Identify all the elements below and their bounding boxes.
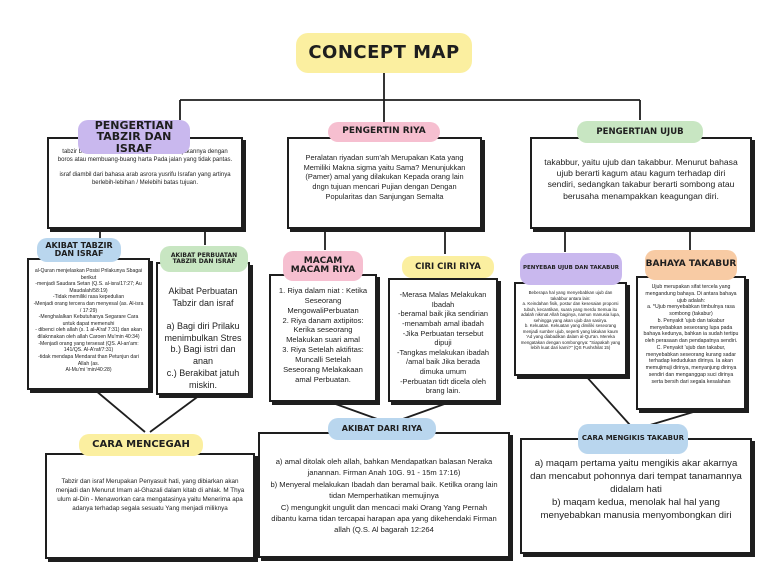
akibat-tabzir-text: al-Quran menjelaskan Posisi Prilakunya S… xyxy=(33,268,144,374)
title-pill: CONCEPT MAP xyxy=(296,33,472,73)
bahaya-takabur-heading: BAHAYA TAKABUR xyxy=(645,250,737,280)
penyebab-ujub-heading: PENYEBAB UJUB DAN TAKABUR xyxy=(520,253,622,285)
riya-text: Peralatan riyadan sum'ah Merupakan Kata … xyxy=(303,153,466,201)
ujub-card: takabbur, yaitu ujub dan takabbur. Menur… xyxy=(530,137,752,229)
cara-mengikis-card: a) maqam pertama yaitu mengikis akar aka… xyxy=(520,438,752,554)
cara-mencegah-heading: CARA MENCEGAH xyxy=(79,434,203,456)
ujub-text: takabbur, yaitu ujub dan takabbur. Menur… xyxy=(544,157,738,201)
ujub-heading: PENGERTIAN UJUB xyxy=(577,121,703,143)
ciri-riya-text: -Merasa Malas Melakukan Ibadah -beramal … xyxy=(396,290,490,396)
akibat-tabzir-heading: AKIBAT TABZIR DAN ISRAF xyxy=(37,238,121,262)
ciri-riya-card: -Merasa Malas Melakukan Ibadah -beramal … xyxy=(388,278,498,402)
macam-riya-card: 1. Riya dalam niat : Ketika Seseorang Me… xyxy=(269,274,377,402)
riya-heading: PENGERTIN RIYA xyxy=(328,122,440,142)
penyebab-ujub-card: Beberapa hal yang menyebabkan ujub dan t… xyxy=(514,282,627,376)
bahaya-takabur-text: Ujub merupakan sifat tercela yang mengan… xyxy=(643,284,739,385)
riya-card: Peralatan riyadan sum'ah Merupakan Kata … xyxy=(287,137,482,229)
bahaya-takabur-card: Ujub merupakan sifat tercela yang mengan… xyxy=(636,276,746,410)
akibat-riya-text: a) amal ditolak oleh allah, bahkan Menda… xyxy=(270,457,498,535)
akibat-riya-card: a) amal ditolak oleh allah, bahkan Menda… xyxy=(258,432,510,558)
akibat-tabzir-card: al-Quran menjelaskan Posisi Prilakunya S… xyxy=(27,258,150,390)
akibat-perbuatan-card: Akibat Perbuatan Tabzir dan israf a) Bag… xyxy=(156,262,250,395)
tabzir-card: tabzir berarti boros Merusak harta membe… xyxy=(47,137,243,229)
akibat-perbuatan-text: Akibat Perbuatan Tabzir dan israf a) Bag… xyxy=(164,286,242,390)
cara-mengikis-text: a) maqam pertama yaitu mengikis akar aka… xyxy=(530,458,742,521)
penyebab-ujub-text: Beberapa hal yang menyebabkan ujub dan t… xyxy=(520,290,621,350)
akibat-perbuatan-heading: AKIBAT PERBUATAN TABZIR DAN ISRAF xyxy=(160,246,248,272)
tabzir-heading: PENGERTIAN TABZIR DAN ISRAF xyxy=(78,119,190,154)
ciri-riya-heading: CIRI CIRI RIYA xyxy=(402,256,494,278)
macam-riya-text: 1. Riya dalam niat : Ketika Seseorang Me… xyxy=(278,286,368,384)
cara-mencegah-text: Tabzir dan israf Merupakan Penyasuit hat… xyxy=(55,478,245,513)
cara-mengikis-heading: CARA MENGIKIS TAKABUR xyxy=(578,424,688,454)
macam-riya-heading: MACAM MACAM RIYA xyxy=(283,251,363,281)
akibat-riya-heading: AKIBAT DARI RIYA xyxy=(328,418,436,440)
cara-mencegah-card: Tabzir dan israf Merupakan Penyasuit hat… xyxy=(45,453,255,559)
